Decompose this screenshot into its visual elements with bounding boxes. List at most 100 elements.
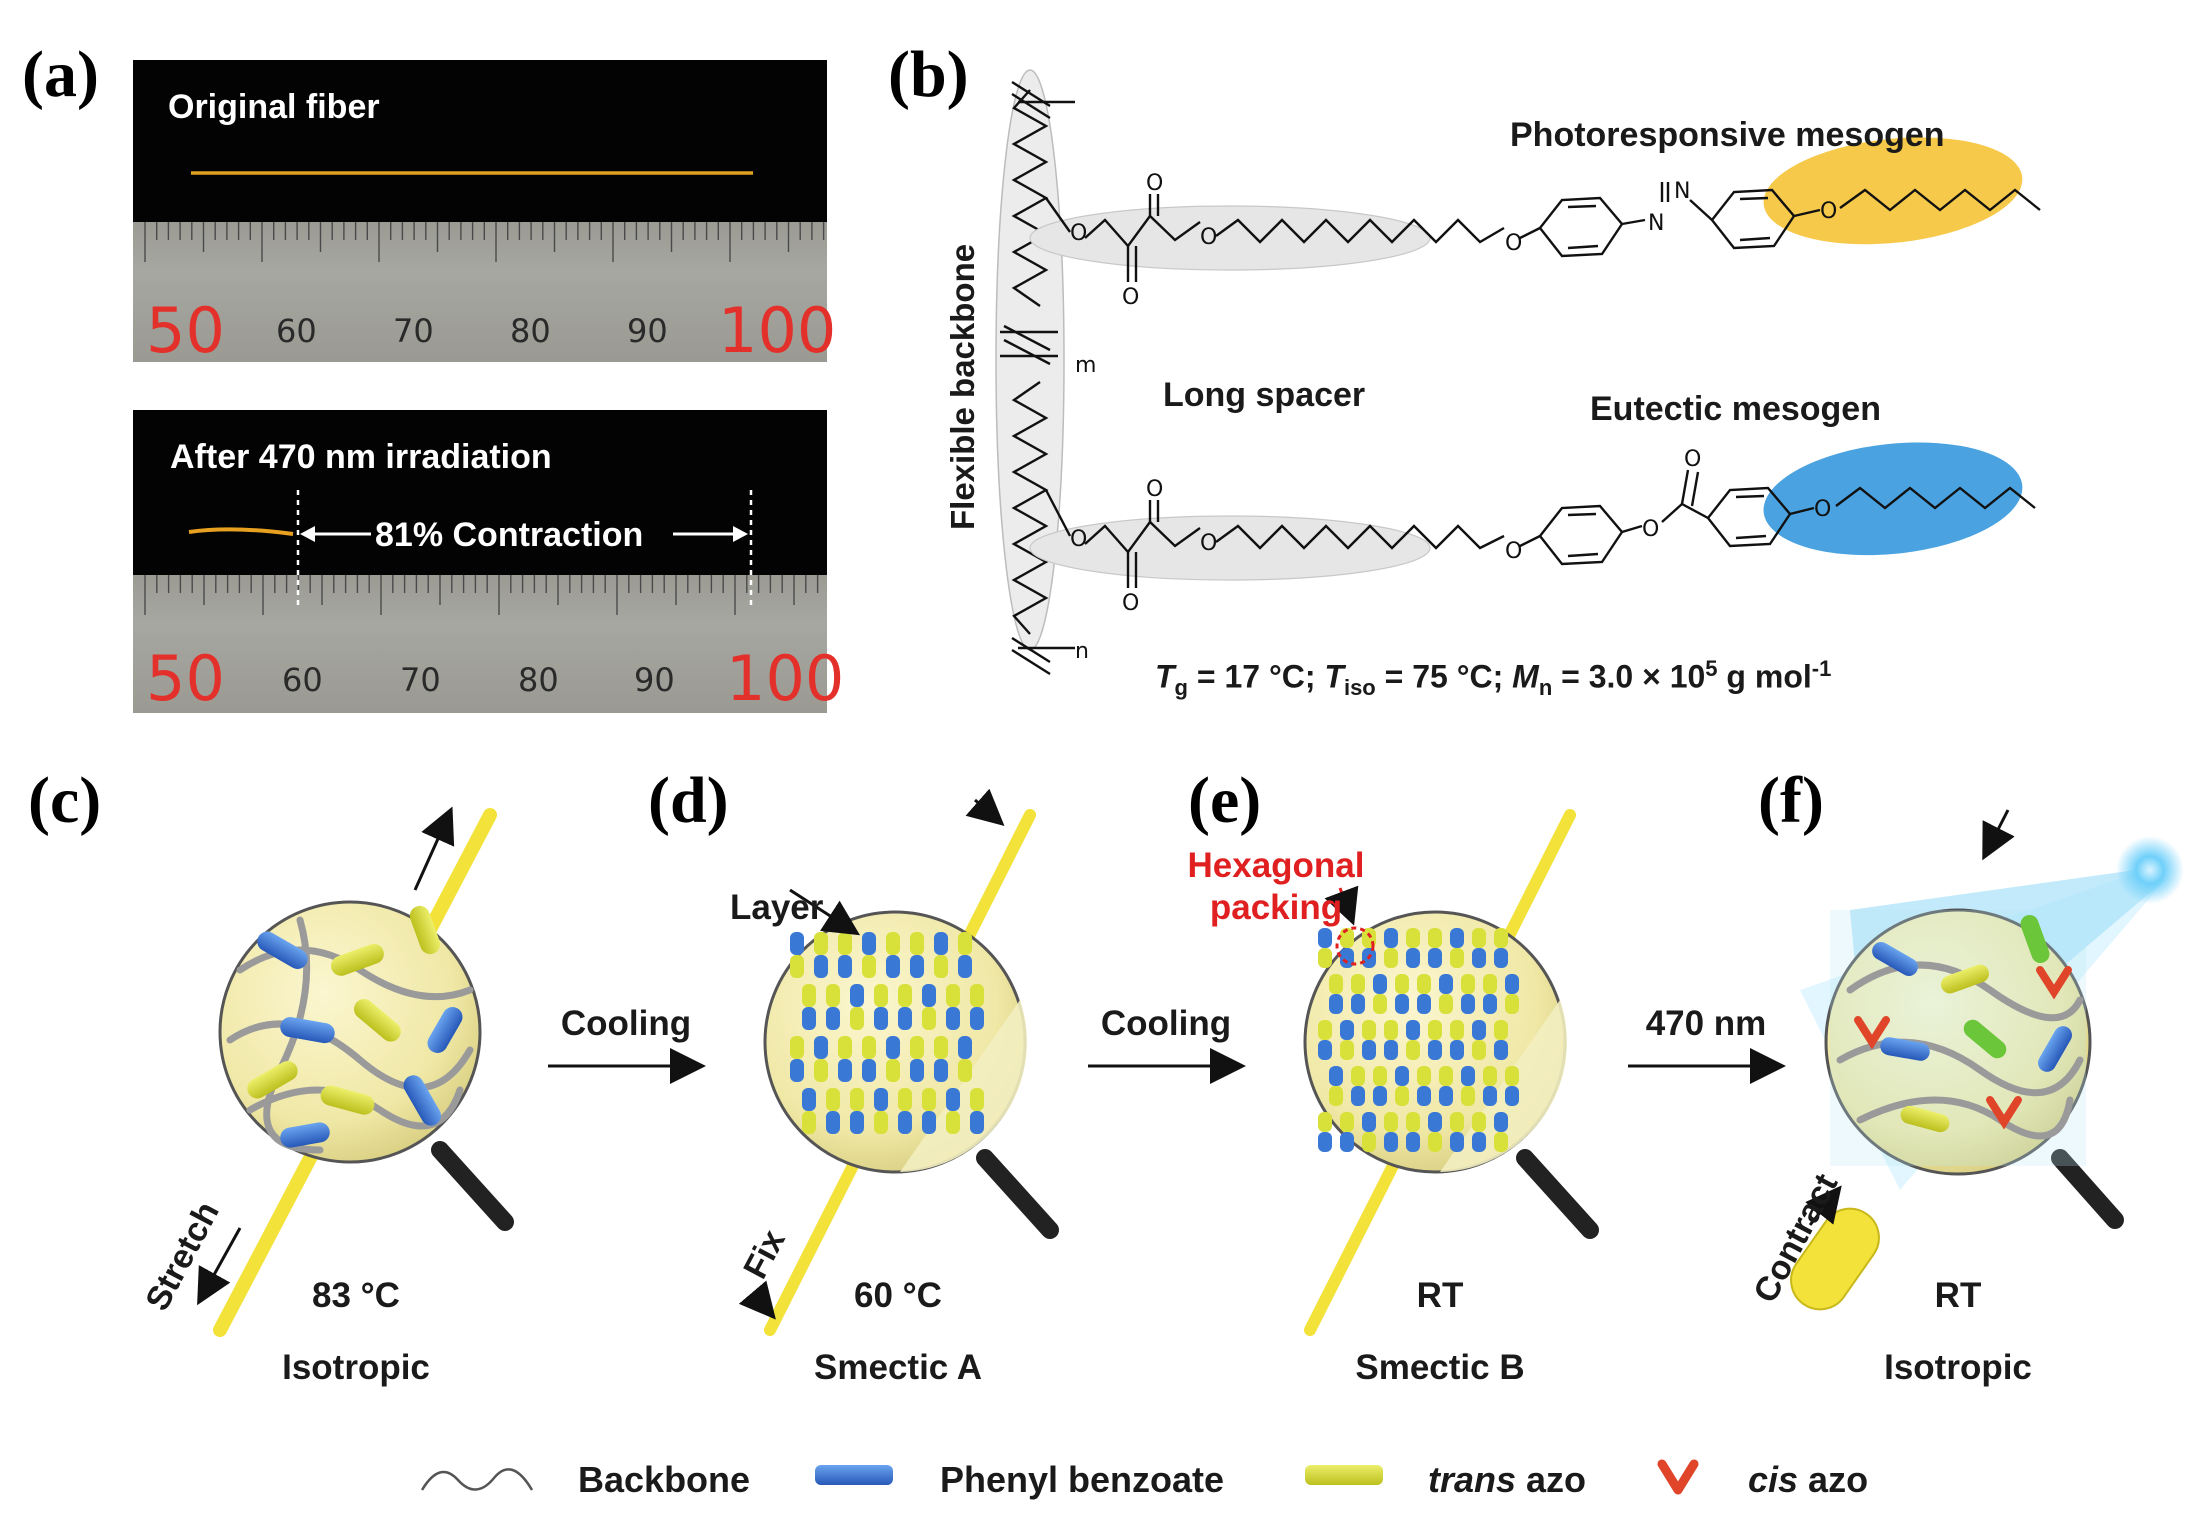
column-rod-top — [898, 1088, 912, 1111]
contraction-label: 81% Contraction — [375, 516, 644, 554]
svg-text:O: O — [1070, 221, 1087, 246]
column-rod-top — [886, 932, 900, 955]
panel-letter-b: (b) — [888, 38, 969, 111]
eutectic-mesogen-label: Eutectic mesogen — [1590, 390, 1881, 428]
column-rod-top — [958, 1036, 972, 1059]
svg-text:O: O — [1505, 231, 1522, 256]
column-rod-bottom — [850, 1111, 864, 1134]
column-rod-bottom — [1428, 1132, 1442, 1152]
column-rod-bottom — [802, 1007, 816, 1030]
svg-text:O: O — [1146, 171, 1163, 196]
column-rod-top — [790, 1036, 804, 1059]
column-rod-top — [862, 1036, 876, 1059]
flexible-backbone-label: Flexible backbone — [944, 243, 981, 530]
schematic-e — [1303, 809, 1599, 1336]
column-rod-bottom — [1472, 1132, 1486, 1152]
photo-top-title: Original fiber — [168, 88, 380, 126]
column-rod-top — [1461, 1066, 1475, 1086]
d-temperature: 60 °C — [854, 1276, 942, 1315]
column-rod-top — [838, 1036, 852, 1059]
column-rod-bottom — [1406, 1040, 1420, 1060]
column-rod-bottom — [1351, 994, 1365, 1014]
ruler-bottom — [133, 575, 827, 713]
ruler-bottom-ticks — [144, 575, 819, 615]
panel-letter-e: (e) — [1188, 764, 1262, 837]
column-rod-top — [1340, 1112, 1354, 1132]
spacer-ellipse-bottom — [1029, 515, 1431, 581]
side-chain-bottom — [1044, 469, 2036, 588]
legend-trans-azo: trans azo — [1428, 1459, 1587, 1500]
column-rod-bottom — [1340, 1040, 1354, 1060]
e-rods — [1318, 928, 1519, 1152]
column-rod-top — [1395, 974, 1409, 994]
column-rod-top — [1428, 1112, 1442, 1132]
column-rod-bottom — [1362, 1132, 1376, 1152]
e-phase: Smectic B — [1355, 1348, 1525, 1387]
column-rod-top — [1439, 974, 1453, 994]
column-rod-top — [1461, 974, 1475, 994]
column-rod-bottom — [970, 1111, 984, 1134]
column-rod-top — [1483, 974, 1497, 994]
column-rod-top — [1384, 1020, 1398, 1040]
column-rod-top — [862, 932, 876, 955]
column-rod-bottom — [838, 1059, 852, 1082]
azo-aromatic-rings — [1538, 182, 2041, 258]
column-rod-top — [850, 984, 864, 1007]
ruler-bottom-label-50: 50 — [146, 642, 225, 715]
column-rod-bottom — [1384, 1040, 1398, 1060]
hexagonal-packing-marker — [1335, 926, 1375, 966]
column-rod-top — [1494, 928, 1508, 948]
e-temperature: RT — [1416, 1276, 1464, 1315]
column-rod-bottom — [1428, 948, 1442, 968]
backbone-end-marks — [1000, 80, 1075, 676]
d-rods — [790, 932, 984, 1134]
column-rod-top — [898, 984, 912, 1007]
column-rod-bottom — [1461, 994, 1475, 1014]
column-rod-top — [910, 1036, 924, 1059]
column-rod-top — [934, 1036, 948, 1059]
column-rod-bottom — [1373, 994, 1387, 1014]
svg-text:O: O — [1146, 477, 1163, 502]
legend-backbone: Backbone — [578, 1459, 751, 1500]
photo-bottom-title: After 470 nm irradiation — [170, 438, 552, 476]
column-rod-bottom — [874, 1111, 888, 1134]
column-rod-bottom — [1340, 1132, 1354, 1152]
f-phase: Isotropic — [1884, 1348, 2032, 1387]
column-rod-bottom — [790, 955, 804, 978]
svg-text:O: O — [1070, 527, 1087, 552]
ruler-bottom-label-90: 90 — [634, 661, 675, 699]
svg-text:O: O — [1684, 447, 1701, 472]
phase-schematic — [197, 788, 2184, 1337]
column-rod-top — [1362, 1112, 1376, 1132]
column-rod-top — [1472, 928, 1486, 948]
schematic-f — [1790, 809, 2184, 1311]
column-rod-bottom — [934, 955, 948, 978]
column-rod-top — [814, 932, 828, 955]
ruler-top-label-100: 100 — [718, 294, 837, 367]
layer-label: Layer — [730, 888, 824, 927]
column-rod-top — [874, 1088, 888, 1111]
column-rod-bottom — [1318, 1132, 1332, 1152]
column-rod-bottom — [1362, 1040, 1376, 1060]
column-rod-bottom — [850, 1007, 864, 1030]
column-rod-top — [1351, 1066, 1365, 1086]
column-rod-top — [1406, 1112, 1420, 1132]
column-rod-top — [1439, 1066, 1453, 1086]
d-phase: Smectic A — [814, 1348, 982, 1387]
column-rod-top — [1340, 1020, 1354, 1040]
backbone-legend-icon — [420, 1468, 534, 1491]
svg-text:O: O — [1505, 539, 1522, 564]
c-rods — [247, 905, 463, 1148]
column-rod-bottom — [862, 955, 876, 978]
column-rod-bottom — [1417, 1086, 1431, 1106]
column-rod-top — [1318, 928, 1332, 948]
column-rod-top — [970, 1088, 984, 1111]
column-rod-top — [802, 1088, 816, 1111]
column-rod-bottom — [910, 1059, 924, 1082]
svg-text:O: O — [1820, 199, 1837, 224]
column-rod-bottom — [898, 1007, 912, 1030]
contracted-fiber — [1790, 1207, 1880, 1311]
subscript-n: n — [1075, 639, 1089, 664]
column-rod-bottom — [886, 1059, 900, 1082]
f-rods — [1854, 914, 2072, 1133]
